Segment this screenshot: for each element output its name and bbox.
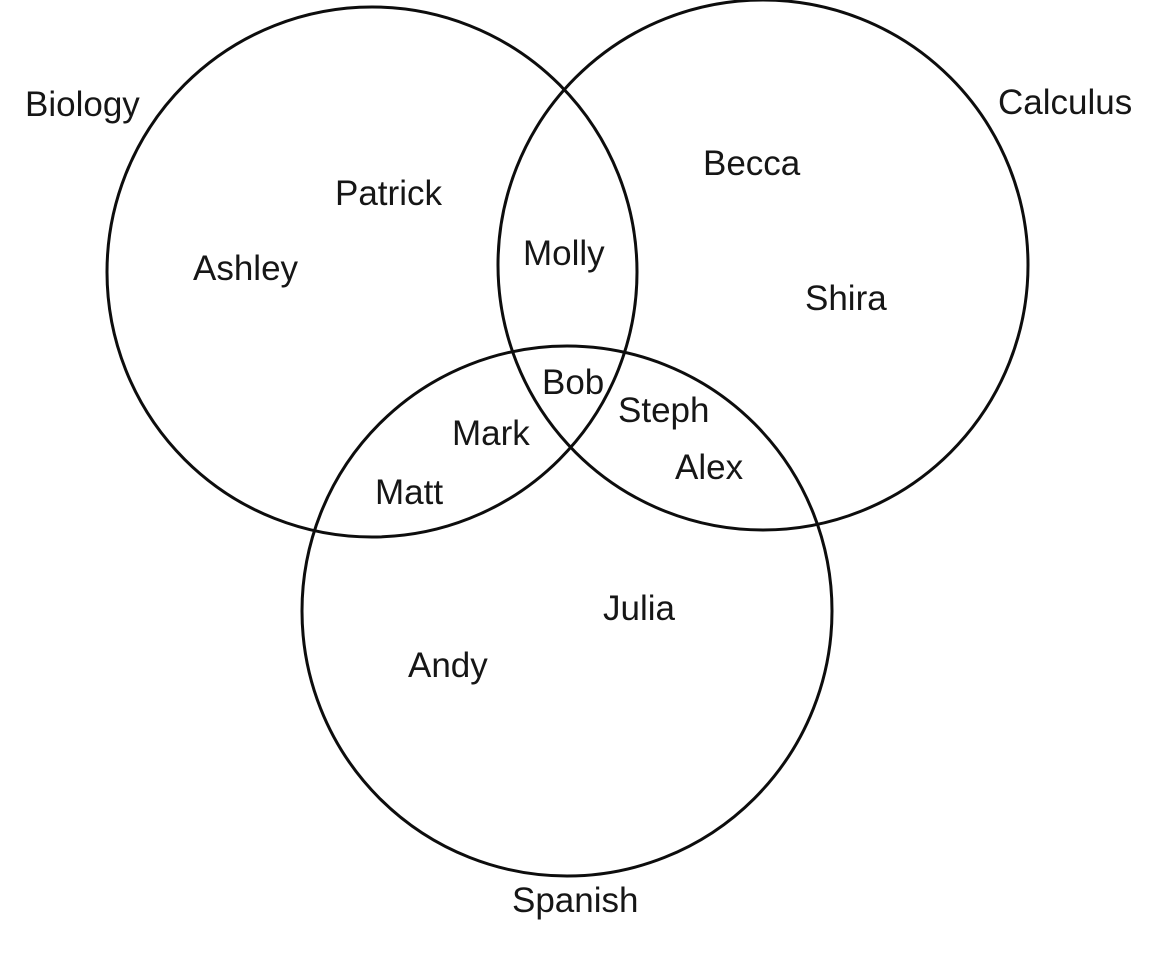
member-name-steph: Steph	[618, 391, 710, 430]
member-name-alex: Alex	[675, 448, 744, 487]
member-name-ashley: Ashley	[193, 249, 299, 288]
set-label-spanish: Spanish	[512, 881, 639, 920]
member-name-mark: Mark	[452, 414, 530, 453]
member-name-molly: Molly	[523, 234, 605, 273]
member-name-matt: Matt	[375, 473, 444, 512]
biology-circle	[105, 5, 639, 539]
member-name-patrick: Patrick	[335, 174, 442, 213]
set-label-biology: Biology	[25, 85, 140, 124]
calculus-circle	[496, 0, 1030, 532]
set-label-calculus: Calculus	[998, 83, 1133, 122]
member-name-andy: Andy	[408, 646, 488, 685]
spanish-circle	[300, 344, 834, 878]
member-name-julia: Julia	[603, 589, 675, 628]
member-name-bob: Bob	[542, 363, 605, 402]
member-name-shira: Shira	[805, 279, 887, 318]
member-name-becca: Becca	[703, 144, 801, 183]
